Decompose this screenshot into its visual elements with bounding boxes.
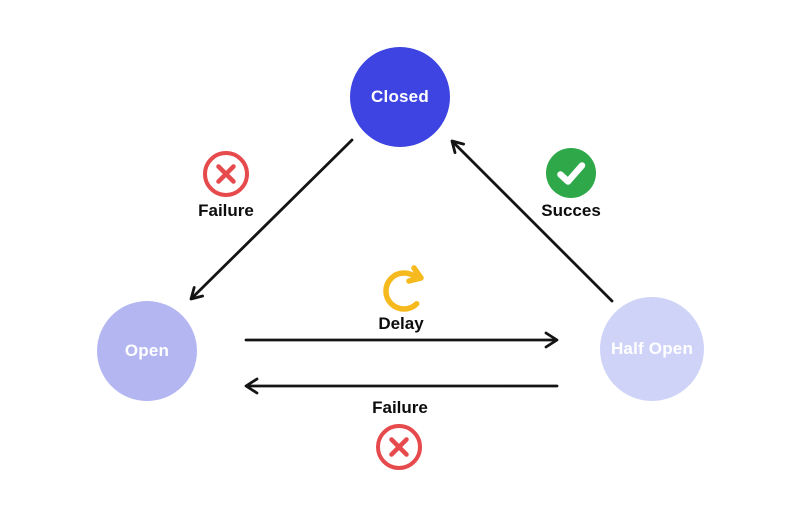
arrow-open-to-half-open (244, 331, 559, 349)
state-node-open: Open (97, 301, 197, 401)
arrow-half-open-to-open (244, 377, 559, 395)
state-node-closed: Closed (350, 47, 450, 147)
edge-label-failure-closed-to-open: Failure (198, 201, 254, 220)
success-check-icon (546, 148, 596, 198)
state-label-closed: Closed (371, 87, 429, 106)
arrow-half-open-to-closed (450, 139, 614, 303)
state-node-half-open: Half Open (600, 297, 704, 401)
arrow-closed-to-open (189, 138, 354, 301)
state-label-open: Open (124, 341, 170, 360)
error-x-icon (376, 424, 422, 470)
error-x-icon (203, 151, 249, 197)
delay-rotate-icon (383, 265, 424, 312)
state-label-half-open: Half Open (610, 339, 694, 358)
edge-label-succes-half-open-to-closed: Succes (541, 201, 601, 220)
edge-label-failure-half-open-to-open: Failure (372, 398, 428, 417)
edge-label-delay-open-to-half-open: Delay (378, 314, 424, 333)
